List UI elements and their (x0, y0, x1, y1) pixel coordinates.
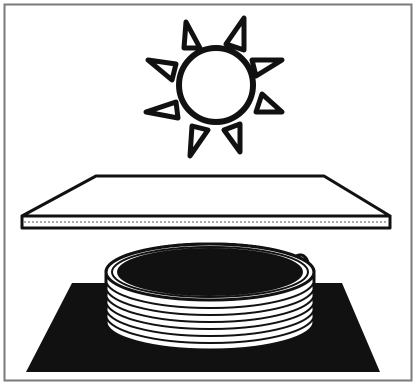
coiled-tube (106, 244, 314, 350)
coil-hole (118, 249, 302, 295)
sun-disc (179, 48, 253, 122)
